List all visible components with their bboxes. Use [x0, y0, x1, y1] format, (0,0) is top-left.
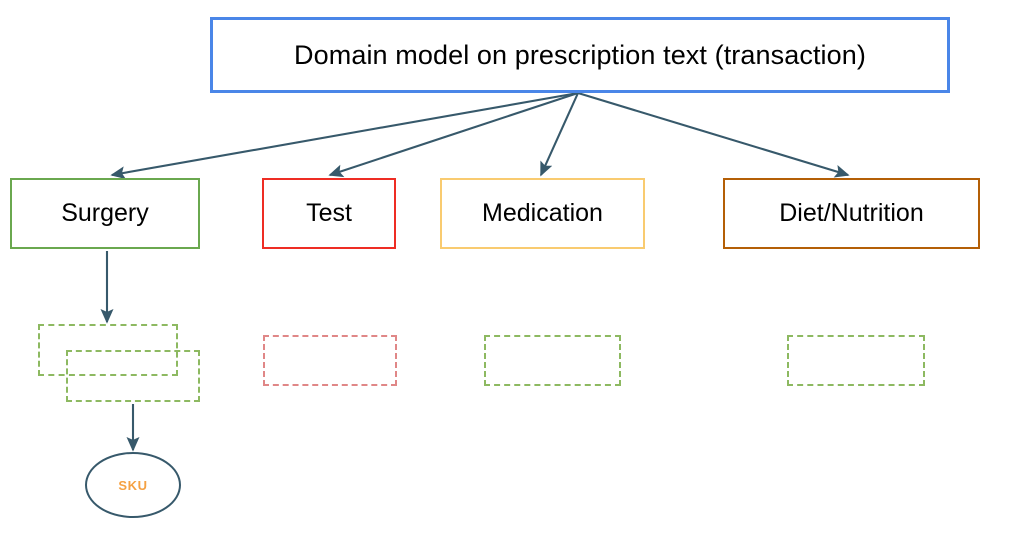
edge-root-to-test [328, 92, 579, 178]
category-node-surgery[interactable]: Surgery [10, 178, 200, 249]
category-node-label: Surgery [61, 199, 149, 227]
placeholder-box-test[interactable] [263, 335, 397, 386]
placeholder-box-diet-nutrition[interactable] [787, 335, 925, 386]
placeholder-box-medication[interactable] [484, 335, 621, 386]
edge-root-to-surgery [110, 91, 579, 180]
category-node-medication[interactable]: Medication [440, 178, 645, 249]
category-node-test[interactable]: Test [262, 178, 396, 249]
edge-root-to-medication [540, 92, 579, 177]
leaf-node-label: SKU [118, 477, 148, 493]
category-node-diet-nutrition[interactable]: Diet/Nutrition [723, 178, 980, 249]
edge-root-to-diet [577, 91, 850, 178]
leaf-node-sku[interactable]: SKU [85, 452, 181, 518]
placeholder-box-surgery-b[interactable] [66, 350, 200, 402]
root-node-domain-model[interactable]: Domain model on prescription text (trans… [210, 17, 950, 93]
category-node-label: Medication [482, 199, 603, 227]
category-node-label: Test [306, 199, 352, 227]
root-node-label: Domain model on prescription text (trans… [294, 39, 866, 70]
category-node-label: Diet/Nutrition [779, 199, 924, 227]
